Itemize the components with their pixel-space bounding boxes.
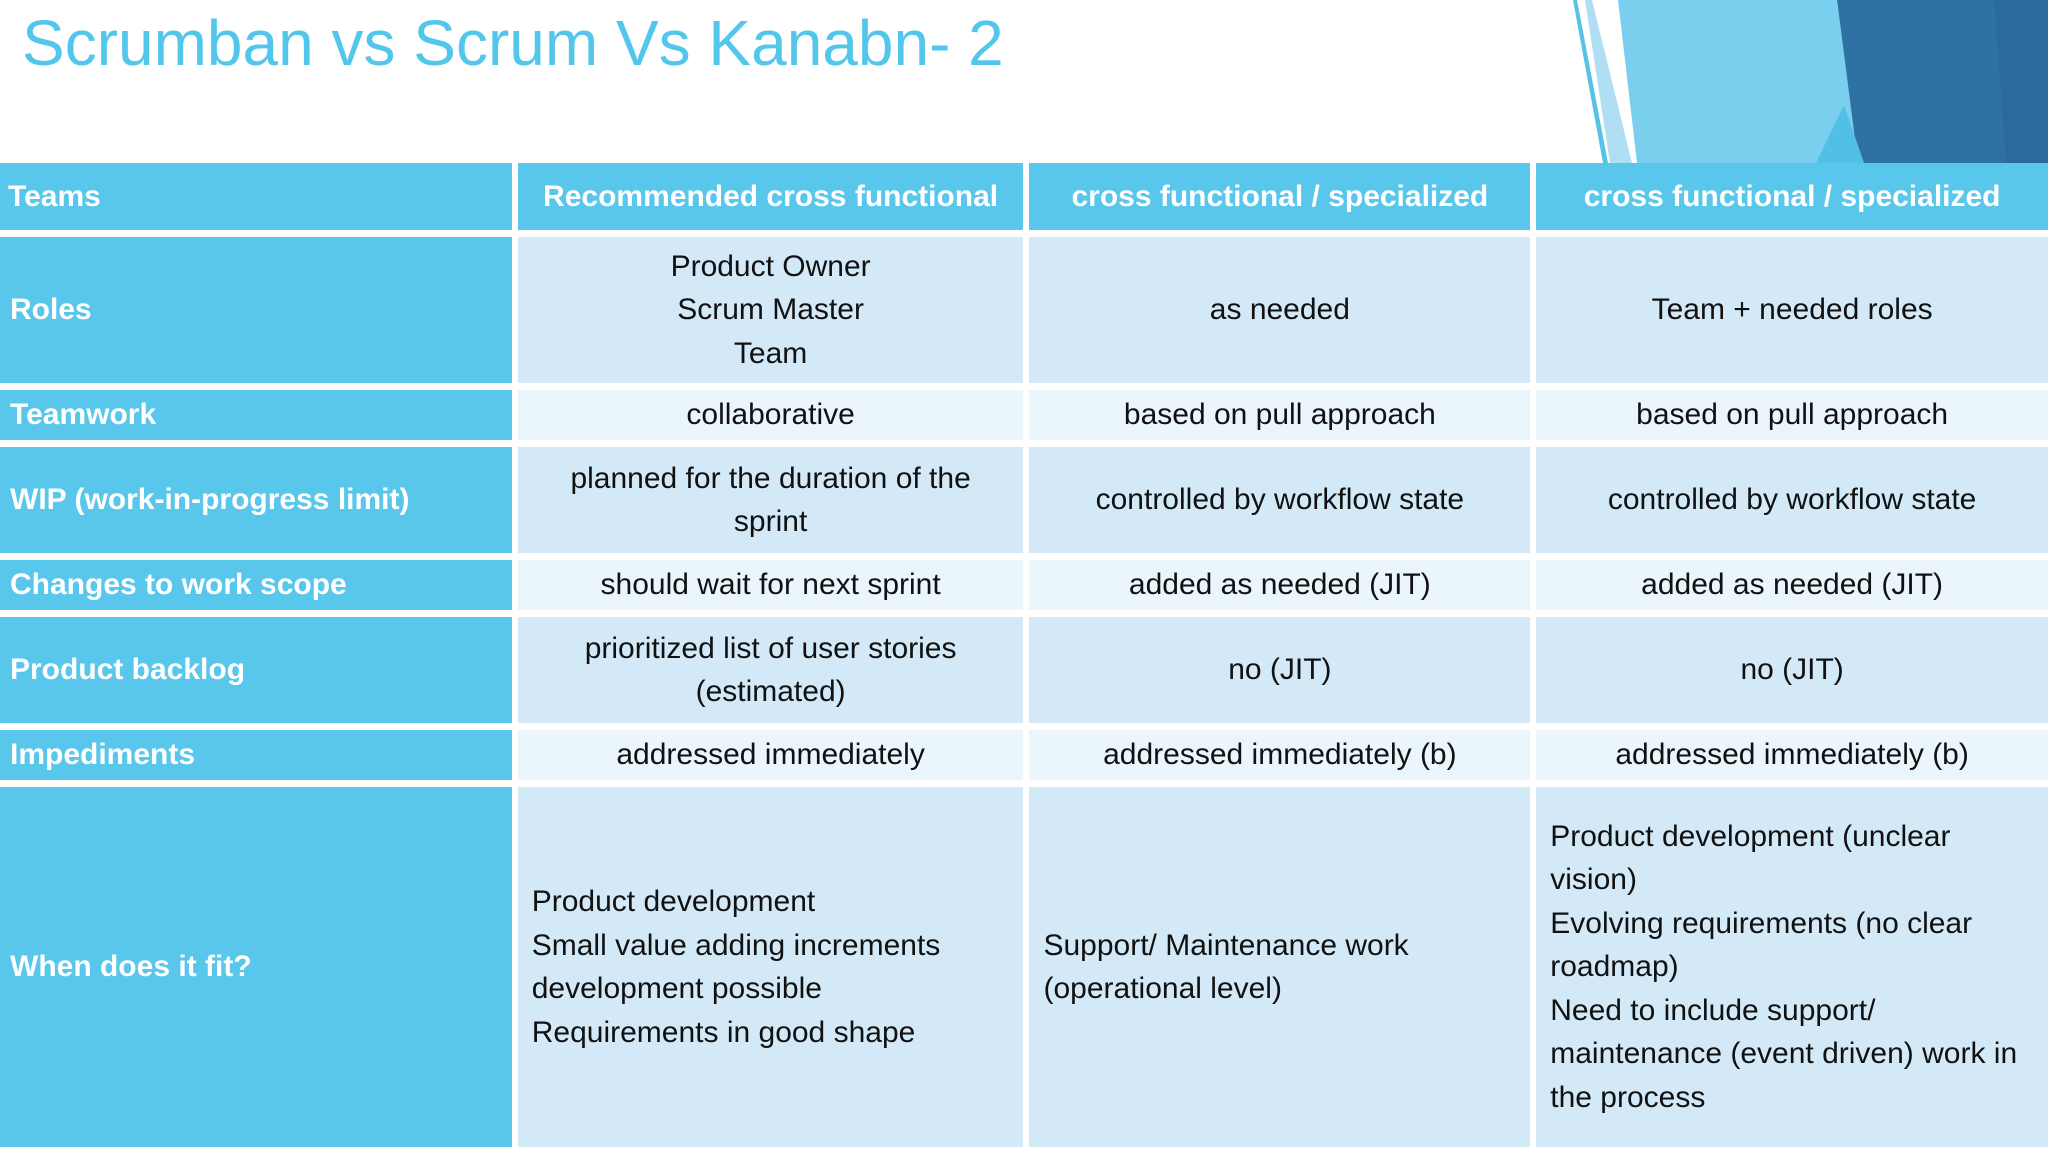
- row-label: When does it fit?: [0, 787, 512, 1147]
- data-cell: addressed immediately (b): [1029, 730, 1531, 780]
- cell-text-line: should wait for next sprint: [600, 568, 941, 602]
- cell-text-line: Need to include support/ maintenance (ev…: [1550, 993, 2018, 1114]
- cell-text-line: controlled by workflow state: [1095, 483, 1465, 517]
- data-cell: collaborative: [517, 390, 1024, 440]
- cell-text-line: added as needed (JIT): [1128, 568, 1431, 602]
- cell-text-line: addressed immediately (b): [1615, 738, 1969, 772]
- slide-title: Scrumban vs Scrum Vs Kanabn- 2: [22, 7, 1004, 79]
- cell-text-line: Product Owner: [670, 249, 871, 283]
- cell-text-line: Recommended cross functional: [543, 179, 999, 213]
- corner-arrows-decoration: [1573, 0, 2048, 163]
- cell-text-line: Roles: [10, 293, 92, 326]
- cell-text-line: Impediments: [10, 738, 196, 771]
- cell-text-line: Changes to work scope: [10, 568, 347, 601]
- cell-text-line: Scrum Master: [677, 293, 864, 327]
- cell-text-line: Small value adding increments developmen…: [531, 928, 941, 1006]
- data-cell: should wait for next sprint: [517, 560, 1024, 610]
- data-cell: Product development (unclear vision) Evol…: [1536, 787, 2048, 1147]
- cell-text-line: planned for the duration of the sprint: [570, 461, 971, 539]
- data-cell: based on pull approach: [1029, 390, 1531, 440]
- cell-text-line: added as needed (JIT): [1641, 568, 1944, 602]
- data-cell: no (JIT): [1029, 617, 1531, 723]
- data-cell: based on pull approach: [1536, 390, 2048, 440]
- row-label: WIP (work-in-progress limit): [0, 447, 512, 553]
- cell-text-line: based on pull approach: [1123, 398, 1436, 432]
- header-cell-teams: Teams: [0, 163, 512, 230]
- cell-text-line: Product development (unclear vision): [1550, 819, 1951, 897]
- data-cell: addressed immediately (b): [1536, 730, 2048, 780]
- cell-text-line: addressed immediately: [616, 738, 925, 772]
- data-cell: controlled by workflow state: [1536, 447, 2048, 553]
- cell-text-line: Support/ Maintenance work (operational l…: [1043, 928, 1409, 1006]
- data-cell: prioritized list of user stories (estima…: [517, 617, 1024, 723]
- cell-text-line: Requirements in good shape: [531, 1015, 916, 1049]
- cell-text-line: Teamwork: [10, 398, 157, 431]
- header-cell-col3: cross functional / specialized: [1536, 163, 2048, 230]
- data-cell: Support/ Maintenance work (operational l…: [1029, 787, 1531, 1147]
- data-cell: addressed immediately: [517, 730, 1024, 780]
- cell-text-line: When does it fit?: [10, 950, 252, 983]
- data-cell: no (JIT): [1536, 617, 2048, 723]
- comparison-table: Teams Recommended cross functional cross …: [0, 163, 2048, 1147]
- cell-text-line: Product development: [531, 885, 816, 918]
- row-label: Changes to work scope: [0, 560, 512, 610]
- cell-text-line: Evolving requirements (no clear roadmap): [1550, 906, 1973, 984]
- row-label: Roles: [0, 237, 512, 383]
- cell-text-line: based on pull approach: [1636, 398, 1949, 432]
- row-label: Teamwork: [0, 390, 512, 440]
- cell-text-line: Team + needed roles: [1651, 293, 1933, 327]
- cell-text-line: as needed: [1209, 293, 1350, 327]
- data-cell: planned for the duration of the sprint: [517, 447, 1024, 553]
- data-cell: added as needed (JIT): [1536, 560, 2048, 610]
- data-cell: added as needed (JIT): [1029, 560, 1531, 610]
- header-cell-col2: cross functional / specialized: [1029, 163, 1531, 230]
- cell-text-line: prioritized list of user stories (estima…: [584, 631, 957, 709]
- cell-text-line: controlled by workflow state: [1607, 483, 1977, 517]
- cell-text-line: WIP (work-in-progress limit): [10, 483, 410, 516]
- cell-text-line: no (JIT): [1740, 653, 1844, 687]
- cell-text-line: Team: [733, 336, 808, 370]
- row-label: Product backlog: [0, 617, 512, 723]
- cell-text-line: Product backlog: [10, 653, 246, 686]
- data-cell: as needed: [1029, 237, 1531, 383]
- data-cell: Team + needed roles: [1536, 237, 2048, 383]
- row-label: Impediments: [0, 730, 512, 780]
- cell-text-line: no (JIT): [1228, 653, 1332, 687]
- cell-text-line: collaborative: [686, 398, 855, 432]
- data-cell: controlled by workflow state: [1029, 447, 1531, 553]
- header-cell-col1: Recommended cross functional: [517, 163, 1024, 230]
- cell-text-line: cross functional / specialized: [1071, 179, 1489, 213]
- cell-text-line: cross functional / specialized: [1583, 179, 2001, 213]
- cell-text-line: addressed immediately (b): [1103, 738, 1457, 772]
